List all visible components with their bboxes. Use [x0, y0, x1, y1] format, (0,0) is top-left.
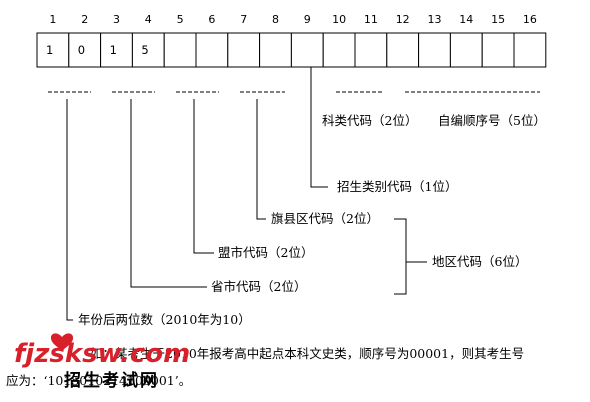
watermark-domain: fjzsksw.com	[14, 339, 190, 369]
digit-cell	[418, 32, 451, 68]
digit-cell	[195, 32, 229, 68]
column-number: 15	[491, 13, 505, 26]
digit-cell-value: 0	[78, 43, 85, 57]
region-bracket	[394, 218, 407, 295]
connector-province	[130, 99, 207, 288]
label-sequence-number: 自编顺序号（5位）	[438, 113, 546, 128]
column-number: 2	[81, 13, 88, 26]
label-category-code: 招生类别代码（1位）	[337, 179, 457, 194]
digit-cell	[227, 32, 261, 68]
connector-year	[66, 99, 73, 321]
column-number: 1	[49, 13, 56, 26]
site-watermark-logo: fjzsksw.com 招生考试网	[14, 333, 190, 391]
connector-category	[310, 67, 328, 188]
column-number: 9	[304, 13, 311, 26]
column-number: 6	[208, 13, 215, 26]
digit-cell	[259, 32, 292, 68]
column-number: 7	[240, 13, 247, 26]
label-county-code: 旗县区代码（2位）	[271, 211, 379, 226]
column-number: 13	[428, 13, 442, 26]
column-number: 8	[272, 13, 279, 26]
column-number: 10	[332, 13, 346, 26]
digit-cell-value: 1	[46, 43, 53, 57]
digit-cell-value: 5	[141, 43, 148, 57]
column-number: 3	[113, 13, 120, 26]
digit-cell	[290, 32, 324, 68]
digit-cell	[513, 32, 547, 68]
column-number: 16	[523, 13, 537, 26]
column-number: 14	[459, 13, 473, 26]
column-number: 4	[145, 13, 152, 26]
connector-lines	[66, 67, 427, 321]
digit-cell	[386, 32, 420, 68]
digit-cell	[68, 32, 102, 68]
column-number: 5	[177, 13, 184, 26]
example-note-line1: 如：某考生于2010年报考高中起点本科文史类，顺序号为00001，则其考生号	[90, 346, 524, 361]
label-subject-code: 科类代码（2位）	[322, 113, 417, 128]
digit-cell	[163, 32, 197, 68]
digit-cell	[449, 32, 483, 68]
digit-cells: 1 0 1 5	[36, 32, 547, 68]
example-note-line2: 应为：‘1015010214100001’。	[6, 373, 191, 388]
digit-cell-value: 1	[110, 43, 117, 57]
column-number: 12	[396, 13, 410, 26]
label-region-code: 地区代码（6位）	[432, 254, 527, 269]
digit-cell	[100, 32, 133, 68]
digit-cell	[322, 32, 356, 68]
connector-league-city	[193, 99, 214, 254]
label-year-digits: 年份后两位数（2010年为10）	[78, 312, 251, 327]
digit-cell	[36, 32, 70, 68]
column-number: 11	[364, 13, 378, 26]
label-league-city-code: 盟市代码（2位）	[218, 245, 313, 260]
digit-cell	[354, 32, 388, 68]
heart-icon	[50, 333, 74, 351]
digit-cell	[481, 32, 515, 68]
connector-county	[256, 99, 266, 220]
label-province-code: 省市代码（2位）	[211, 279, 306, 294]
watermark-site-name: 招生考试网	[64, 370, 159, 391]
